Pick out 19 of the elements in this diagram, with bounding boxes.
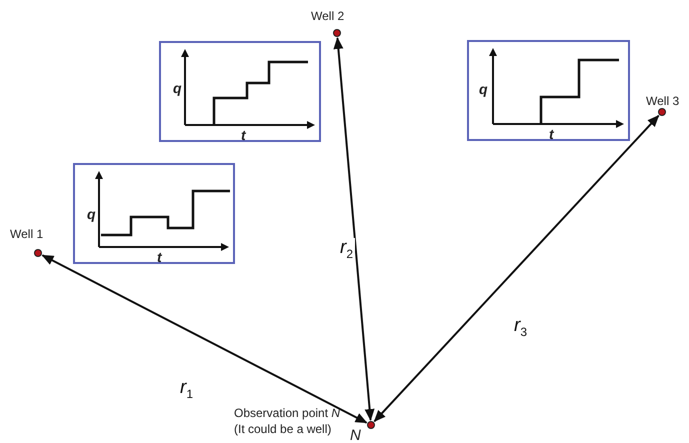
well-point	[333, 29, 341, 37]
axis-label: t	[157, 250, 162, 264]
axis-label: t	[241, 128, 246, 142]
distance-arrow	[42, 254, 368, 424]
point-label: Well 2	[311, 8, 344, 24]
axis-label: t	[549, 127, 554, 141]
distance-arrow	[333, 36, 375, 422]
edge-label: r$_{2}$	[338, 238, 356, 260]
well-point	[34, 249, 42, 257]
axis-label: q	[173, 81, 182, 95]
point-label: Well 1	[10, 226, 44, 242]
well-point	[658, 108, 666, 116]
axis-label: q	[87, 207, 96, 221]
point-label: Observation point N (It could be a well)	[234, 405, 342, 438]
point-label: N	[350, 426, 361, 443]
point-label: Well 3	[646, 93, 680, 110]
well-point	[367, 421, 375, 429]
axis-label: q	[479, 82, 488, 96]
distance-arrow	[374, 114, 660, 422]
